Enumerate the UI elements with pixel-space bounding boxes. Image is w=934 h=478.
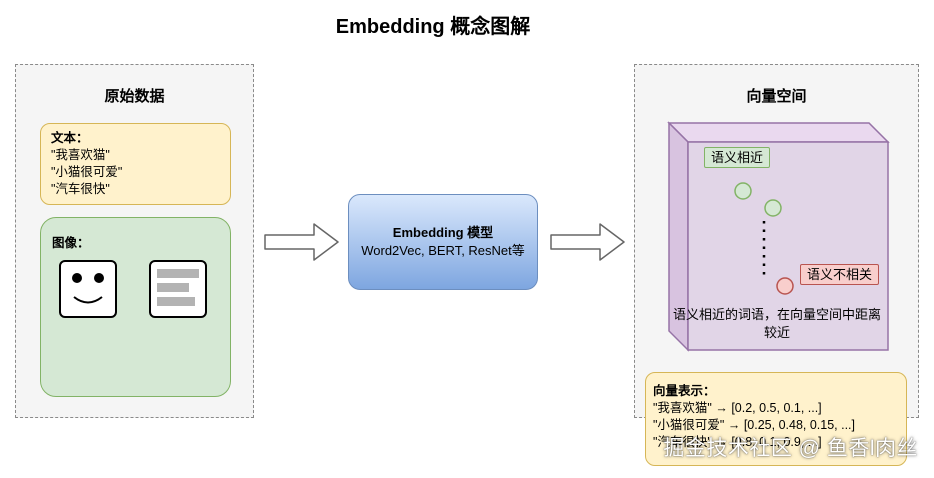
raw-data-panel: 原始数据 文本： "我喜欢猫" "小猫很可爱" "汽车很快" 图像：	[15, 64, 254, 418]
unrelated-label-tag: 语义不相关	[800, 264, 880, 285]
unrelated-point	[776, 277, 794, 295]
model-subtitle: Word2Vec, BERT, ResNet等	[361, 243, 525, 258]
text-sample-item: "我喜欢猫"	[51, 148, 110, 162]
document-image-icon	[149, 260, 207, 318]
raw-data-title: 原始数据	[104, 88, 165, 105]
text-samples-box: 文本： "我喜欢猫" "小猫很可爱" "汽车很快"	[40, 123, 231, 205]
vector-line: "小猫很可爱" → [0.25, 0.48, 0.15, ...]	[653, 418, 856, 432]
vector-representation-box: 向量表示： "我喜欢猫" → [0.2, 0.5, 0.1, ...] "小猫很…	[645, 372, 907, 466]
page-title: Embedding 概念图解	[335, 16, 531, 38]
caption-line: 语义相近的词语，在向量空间中距离	[672, 307, 881, 322]
embedding-model-box: Embedding 模型 Word2Vec, BERT, ResNet等	[348, 194, 538, 290]
arrow-right-icon	[550, 223, 625, 261]
text-samples-label: 文本：	[51, 131, 89, 145]
text-sample-item: "小猫很可爱"	[51, 165, 123, 179]
image-samples-label: 图像：	[52, 236, 90, 250]
vector-space-cube	[667, 121, 890, 352]
vector-line: "汽车很快" → [0.8, 0.1, 0.9, ...]	[653, 435, 822, 449]
similar-points	[734, 182, 782, 278]
smiley-face-icon	[59, 260, 117, 318]
model-title: Embedding 模型	[392, 225, 494, 240]
vector-line: "我喜欢猫" → [0.2, 0.5, 0.1, ...]	[653, 401, 822, 415]
image-samples-box: 图像：	[40, 217, 231, 397]
caption-line: 较近	[763, 325, 790, 340]
watermark-text: 掘金技术社区 @ 鱼香l肉丝	[663, 437, 918, 460]
arrow-right-icon	[264, 223, 339, 261]
vector-space-caption: 语义相近的词语，在向量空间中距离 较近	[654, 306, 900, 342]
vector-space-title: 向量空间	[746, 88, 807, 105]
vector-representation-label: 向量表示：	[653, 384, 716, 398]
similar-label-tag: 语义相近	[704, 147, 771, 168]
text-sample-item: "汽车很快"	[51, 182, 110, 196]
